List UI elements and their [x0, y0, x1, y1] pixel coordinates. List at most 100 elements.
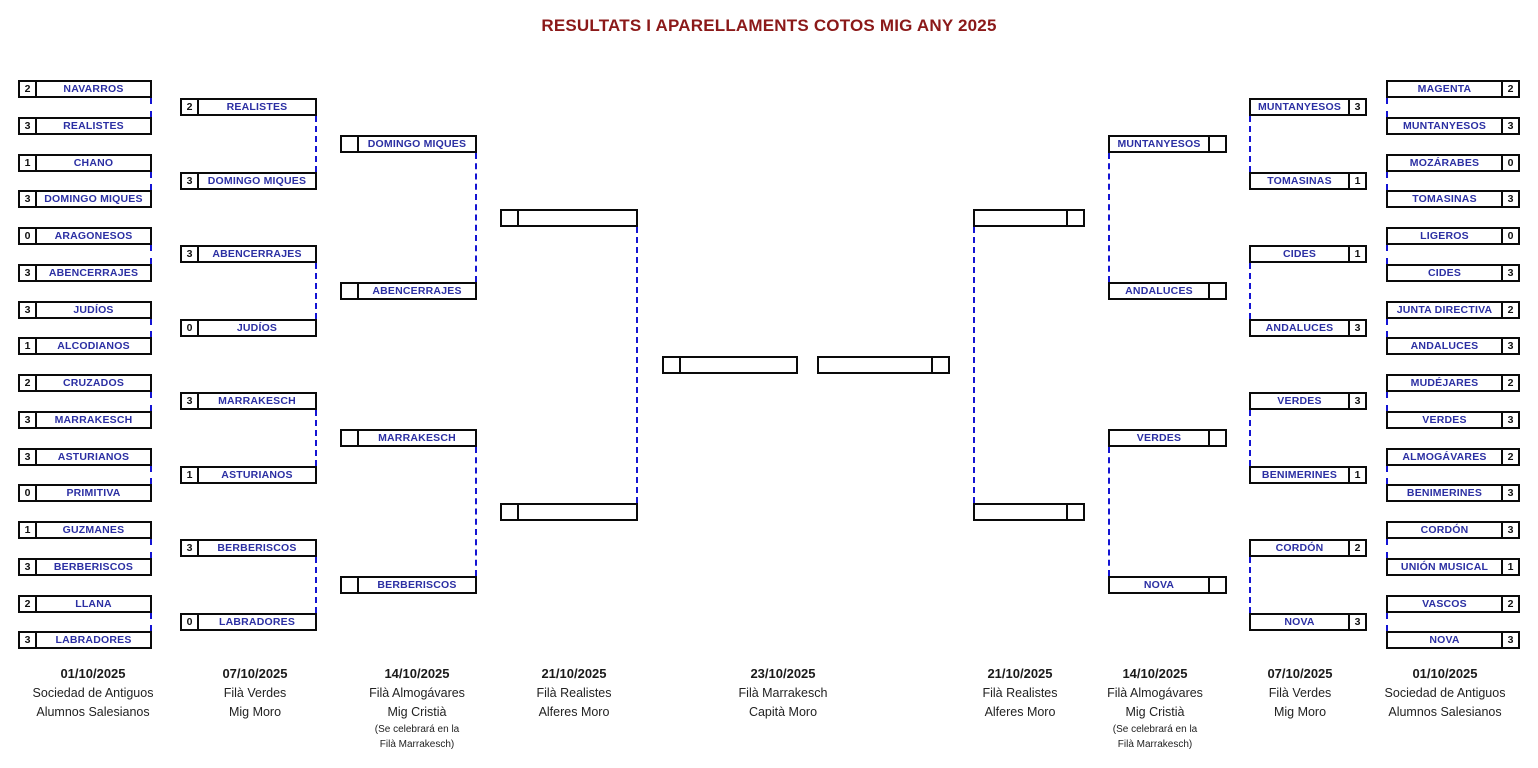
score-cell: 3 — [182, 394, 199, 409]
score-cell: 3 — [1501, 633, 1518, 648]
score-cell: 3 — [1348, 394, 1365, 409]
match-date: 14/10/2025 — [384, 666, 450, 681]
score-cell — [502, 504, 519, 519]
venue-line: Alumnos Salesianos — [36, 704, 150, 719]
score-cell: 2 — [1501, 82, 1518, 96]
bracket-connector — [1249, 557, 1251, 613]
score-cell: 0 — [1501, 229, 1518, 243]
venue-line: Filà Marrakesch — [738, 686, 828, 700]
match-box: ABENCERRAJES — [340, 282, 477, 301]
score-cell — [1208, 578, 1225, 593]
team-name: MUDÉJARES — [1410, 377, 1479, 389]
team-name: ANDALUCES — [1410, 340, 1479, 353]
bracket-connector — [315, 410, 317, 466]
bracket-connector — [150, 245, 152, 264]
bracket-connector — [475, 447, 477, 577]
match-box: 3 MARRAKESCH — [180, 392, 317, 411]
match-date: 01/10/2025 — [60, 666, 126, 681]
score-cell — [1066, 210, 1083, 225]
score-cell — [342, 431, 359, 446]
score-cell: 1 — [1348, 247, 1365, 262]
match-box — [973, 208, 1085, 227]
score-cell: 3 — [1348, 320, 1365, 335]
team-name: LABRADORES — [218, 615, 296, 628]
bracket-connector — [150, 539, 152, 558]
team-name: ABENCERRAJES — [48, 266, 139, 279]
score-cell: 3 — [20, 633, 37, 648]
team-name: BERBERISCOS — [377, 579, 457, 592]
venue-line: Alumnos Salesianos — [1388, 704, 1502, 719]
team-name: PRIMITIVA — [66, 487, 121, 500]
bracket-connector — [636, 226, 638, 503]
score-cell — [1208, 431, 1225, 446]
page-title: RESULTATS I APARELLAMENTS COTOS MIG ANY … — [541, 16, 997, 35]
team-name: VASCOS — [1422, 597, 1467, 610]
score-cell: 3 — [1501, 118, 1518, 133]
score-cell: 3 — [1501, 486, 1518, 501]
team-name: JUNTA DIRECTIVA — [1396, 303, 1493, 316]
score-cell: 2 — [1501, 449, 1518, 464]
match-box: DOMINGO MIQUES — [340, 135, 477, 154]
bracket-connector — [973, 226, 975, 503]
venue-line: Filà Verdes — [1268, 686, 1332, 700]
team-name: LLANA — [75, 597, 112, 610]
venue-line: Alferes Moro — [538, 704, 610, 719]
team-name — [975, 505, 1066, 519]
venue-note: (Se celebrará en la — [374, 723, 460, 735]
team-name: CORDÓN — [1420, 524, 1469, 536]
venue-line: Filà Verdes — [223, 686, 287, 700]
team-name — [519, 505, 636, 519]
match-box: MUNTANYESOS 3 — [1386, 116, 1520, 135]
team-name: ASTURIANOS — [57, 450, 130, 463]
score-cell: 3 — [20, 192, 37, 207]
venue-line: Filà Realistes — [982, 686, 1058, 700]
score-cell: 2 — [1501, 302, 1518, 317]
venue-note: Filà Marrakesch) — [379, 739, 455, 750]
bracket-connector — [150, 318, 152, 338]
team-name: UNIÓN MUSICAL — [1400, 560, 1489, 573]
match-box: ANDALUCES — [1108, 282, 1227, 301]
score-cell: 3 — [20, 449, 37, 464]
team-name: ABENCERRAJES — [212, 248, 302, 261]
team-name: NOVA — [1284, 615, 1315, 628]
team-name: CRUZADOS — [62, 377, 125, 389]
score-cell: 3 — [20, 412, 37, 427]
match-box — [662, 355, 798, 374]
score-cell: 2 — [20, 596, 37, 611]
team-name: CIDES — [1427, 266, 1462, 279]
team-name — [681, 358, 796, 372]
team-name: MAGENTA — [1417, 83, 1472, 95]
team-name: REALISTES — [63, 119, 124, 132]
match-date: 01/10/2025 — [1412, 666, 1478, 681]
team-name: MUNTANYESOS — [1402, 119, 1487, 132]
bracket-connector — [1249, 410, 1251, 466]
score-cell: 3 — [182, 541, 199, 556]
bracket-connector — [315, 557, 317, 613]
venue-note: (Se celebrará en la — [1112, 723, 1198, 735]
score-cell — [502, 210, 519, 225]
score-cell: 3 — [1348, 100, 1365, 115]
team-name: MARRAKESCH — [218, 395, 296, 408]
score-cell: 0 — [1501, 155, 1518, 170]
venue-line: Capità Moro — [748, 704, 818, 719]
venue-line: Alferes Moro — [984, 704, 1056, 719]
